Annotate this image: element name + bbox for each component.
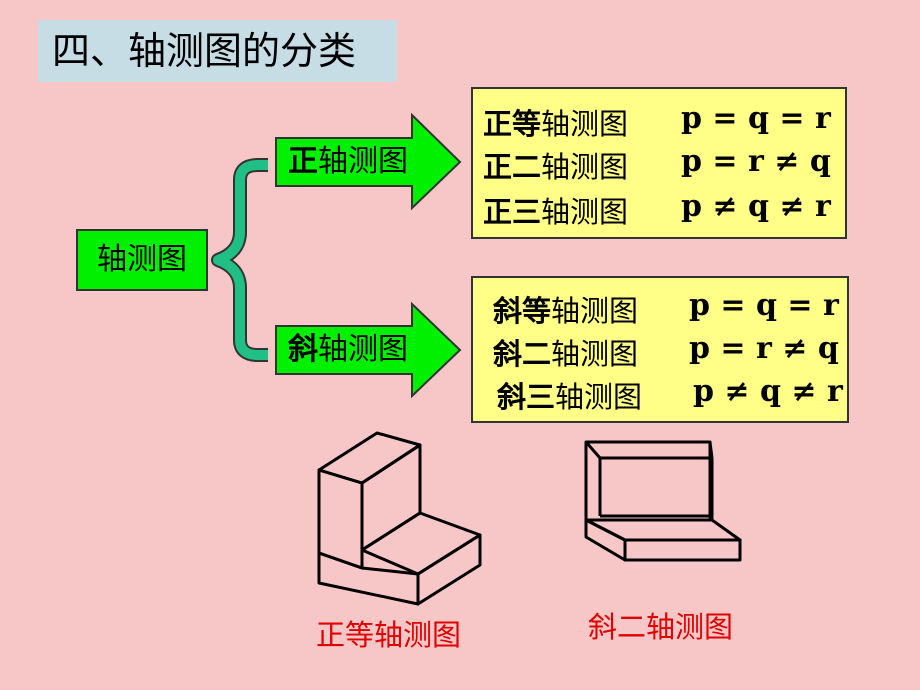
ortho-type-bold: 正二 xyxy=(483,150,542,184)
ortho-type-row: 正等轴测图 xyxy=(483,101,628,143)
oblique-type-rest: 轴测图 xyxy=(555,380,643,414)
oblique-type-rest: 轴测图 xyxy=(551,337,639,371)
caption-oblique: 斜二轴测图 xyxy=(588,610,734,644)
oblique-label-box: 斜轴测图 xyxy=(276,328,414,374)
arrow-oblique xyxy=(275,301,462,399)
ortho-type-rest: 轴测图 xyxy=(541,107,629,141)
arrow-ortho xyxy=(275,112,462,211)
ortho-types-box: 正等轴测图 p = q = r 正二轴测图 p = r ≠ q 正三轴测图 p … xyxy=(471,87,847,239)
ortho-type-row: 正二轴测图 xyxy=(483,144,628,186)
oblique-block-figure xyxy=(584,440,742,562)
oblique-label-bold: 斜 xyxy=(288,332,318,367)
oblique-type-row: 斜等轴测图 xyxy=(493,288,638,330)
caption-isometric: 正等轴测图 xyxy=(316,618,462,652)
ortho-formula: p = r ≠ q xyxy=(681,144,831,179)
ortho-formula: p = q = r xyxy=(681,101,831,136)
oblique-formula: p = q = r xyxy=(689,288,839,323)
oblique-type-row: 斜二轴测图 xyxy=(493,331,638,373)
oblique-type-bold: 斜二 xyxy=(493,337,552,371)
oblique-type-row: 斜三轴测图 xyxy=(497,374,642,416)
oblique-types-box: 斜等轴测图 p = q = r 斜二轴测图 p = r ≠ q 斜三轴测图 p … xyxy=(471,276,849,423)
ortho-label-bold: 正 xyxy=(288,144,318,179)
oblique-type-bold: 斜等 xyxy=(493,294,552,328)
isometric-block-figure xyxy=(317,431,482,606)
page-title: 四、轴测图的分类 xyxy=(38,20,397,82)
ortho-type-bold: 正三 xyxy=(483,195,542,229)
oblique-formula: p = r ≠ q xyxy=(689,331,839,366)
ortho-formula: p ≠ q ≠ r xyxy=(681,189,831,224)
oblique-type-rest: 轴测图 xyxy=(551,294,639,328)
oblique-formula: p ≠ q ≠ r xyxy=(693,374,843,409)
oblique-type-bold: 斜三 xyxy=(497,380,556,414)
ortho-type-row: 正三轴测图 xyxy=(483,189,628,231)
ortho-label-rest: 轴测图 xyxy=(318,144,408,179)
ortho-type-rest: 轴测图 xyxy=(541,150,629,184)
oblique-label-rest: 轴测图 xyxy=(318,332,408,367)
root-label-box: 轴测图 xyxy=(76,229,208,291)
ortho-label-box: 正轴测图 xyxy=(276,140,414,186)
ortho-type-bold: 正等 xyxy=(483,107,542,141)
ortho-type-rest: 轴测图 xyxy=(541,195,629,229)
